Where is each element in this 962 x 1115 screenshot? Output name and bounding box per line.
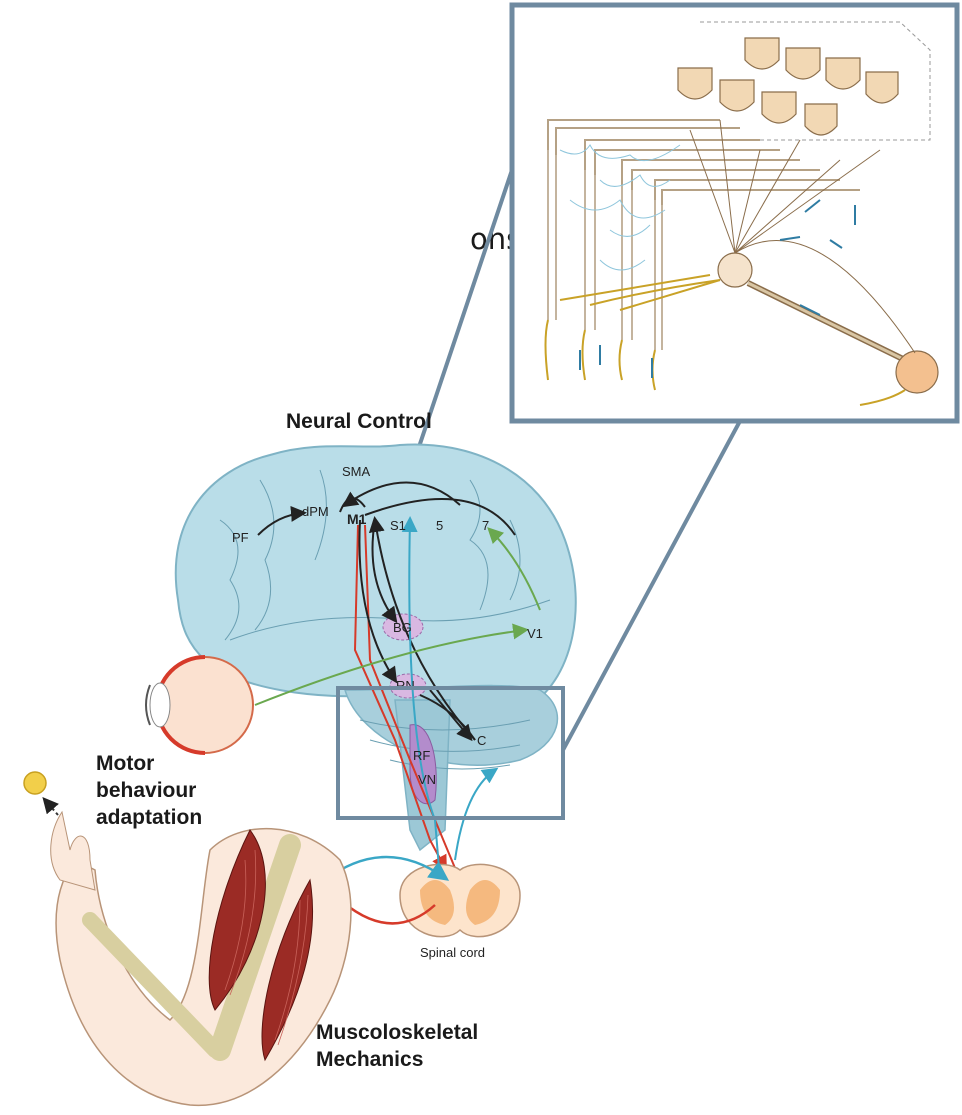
label-s1: S1: [390, 518, 406, 533]
label-rf: RF: [413, 748, 430, 763]
label-sma: SMA: [342, 464, 371, 479]
spinal-cord-label: Spinal cord: [420, 945, 485, 960]
label-dpm: dPM: [302, 504, 329, 519]
spinal-cord: Spinal cord: [400, 864, 520, 960]
label-vn: VN: [418, 772, 436, 787]
musculoskeletal-line-2: Mechanics: [316, 1046, 478, 1073]
label-c: C: [477, 733, 486, 748]
neural-control-label: Neural Control: [286, 408, 432, 435]
target-ball: [24, 772, 46, 794]
pointing-arrow: [45, 800, 58, 815]
musculoskeletal-label: Muscoloskeletal Mechanics: [316, 1019, 478, 1073]
label-m1: M1: [347, 511, 367, 527]
deep-nucleus-neuron: [718, 253, 752, 287]
label-pf: PF: [232, 530, 249, 545]
motor-behaviour-line-2: behaviour: [96, 777, 202, 804]
label-bg: BG: [393, 620, 412, 635]
label-v1: V1: [527, 626, 543, 641]
musculoskeletal-line-1: Muscoloskeletal: [316, 1019, 478, 1046]
arm: [51, 812, 351, 1105]
motor-behaviour-line-1: Motor: [96, 750, 202, 777]
label-rn: RN: [396, 678, 415, 693]
neural-circuit-inset: [512, 5, 957, 421]
brain: SMA dPM M1 S1 5 7 PF BG V1 RN C RF VN: [176, 444, 576, 880]
label-area-5: 5: [436, 518, 443, 533]
label-area-7: 7: [482, 518, 489, 533]
eye-icon: [146, 657, 253, 753]
target-neuron: [896, 351, 938, 393]
motor-behaviour-line-3: adaptation: [96, 804, 202, 831]
motor-behaviour-label: Motor behaviour adaptation: [96, 750, 202, 831]
zoom-connector-bottom: [563, 421, 740, 750]
